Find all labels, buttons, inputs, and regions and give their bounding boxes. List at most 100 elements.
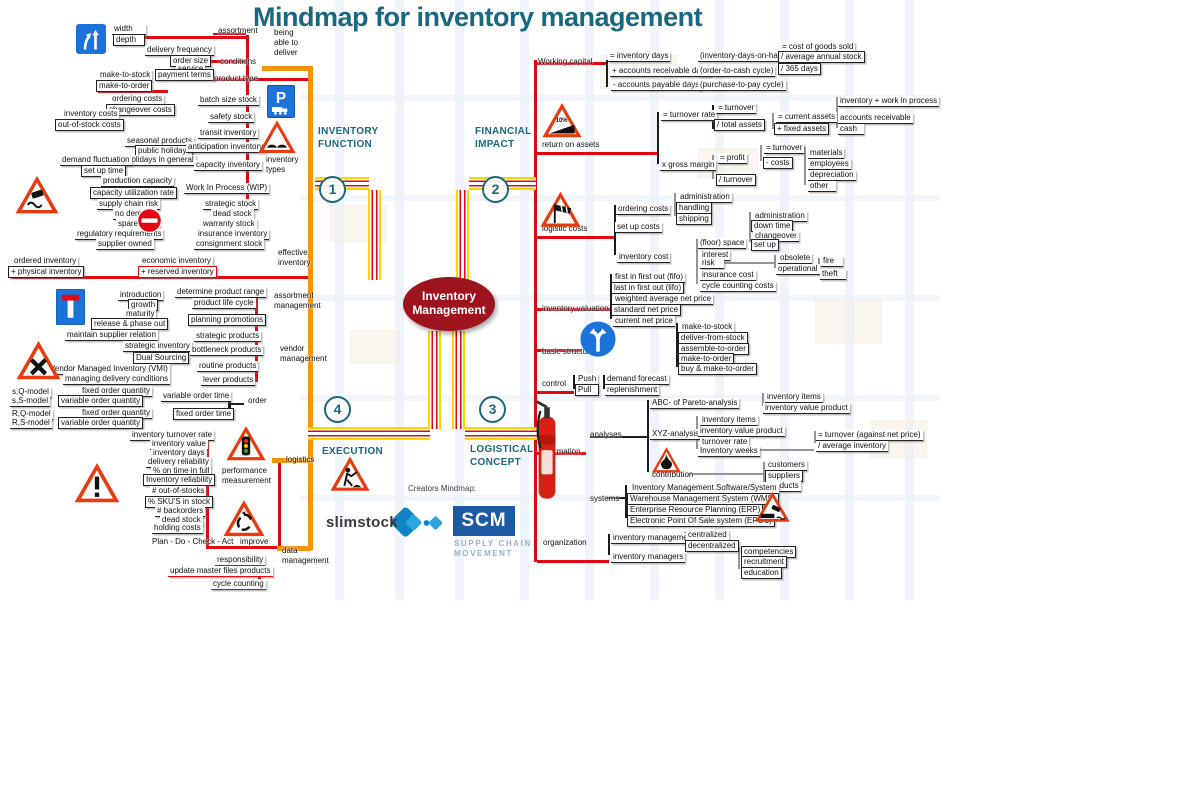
node-product-life-cycle: product life cycle bbox=[192, 298, 256, 309]
node-abc-pareto-analysis: ABC- of Pareto-analysis bbox=[650, 398, 740, 409]
node-fire: fire bbox=[821, 256, 843, 267]
node-average-inventory: / average inventory bbox=[816, 441, 889, 452]
node-average-annual-stock: / average annual stock bbox=[778, 51, 865, 63]
connector-line bbox=[748, 449, 814, 451]
connector-line bbox=[465, 427, 538, 440]
node-responsibility: responsibility bbox=[215, 555, 266, 566]
section-inventory-function: INVENTORY FUNCTION bbox=[318, 126, 379, 150]
connector-line bbox=[456, 190, 469, 280]
node-total-assets: / total assets bbox=[714, 119, 765, 131]
node-inventory-valuation: inventory valuation bbox=[542, 304, 609, 313]
node-logistic-costs: logistic costs bbox=[542, 224, 588, 233]
dead-end-sign bbox=[56, 289, 85, 325]
node-profit: = profit bbox=[718, 153, 747, 164]
connector-line bbox=[762, 393, 764, 406]
node-dual-sourcing: Dual Sourcing bbox=[133, 352, 190, 364]
node-ordering-costs-2: ordering costs bbox=[616, 204, 671, 215]
node-buy-make-to-order: buy & make-to-order bbox=[678, 363, 757, 375]
node-turnover-divisor: / turnover bbox=[716, 174, 756, 186]
branch-number-2: 2 bbox=[482, 176, 509, 203]
node-inventory-types: inventory types bbox=[266, 155, 299, 174]
node-release-phase-out: release & phase out bbox=[91, 318, 169, 330]
node-variable-order-time: variable order time bbox=[161, 391, 232, 402]
node-production-capacity: production capacity bbox=[101, 176, 174, 187]
node-replenishment: replenishment bbox=[605, 385, 660, 396]
node-information: information bbox=[541, 447, 581, 456]
connector-line bbox=[688, 473, 763, 475]
connector-line bbox=[537, 308, 611, 311]
node-return-on-assets: return on assets bbox=[542, 140, 600, 149]
connector-line bbox=[676, 323, 678, 367]
node-order: order bbox=[248, 396, 267, 405]
node-education: education bbox=[741, 567, 782, 579]
connector-line bbox=[246, 35, 249, 248]
node-variable-order-quantity-1: variable order quantity bbox=[58, 395, 144, 407]
connector-line bbox=[537, 391, 574, 394]
node-improve: improve bbox=[240, 537, 269, 546]
connector-line bbox=[717, 262, 776, 264]
node-strategic-inventory: strategic inventory bbox=[123, 341, 192, 352]
connector-line bbox=[272, 458, 310, 463]
node-payment-terms: payment terms bbox=[155, 69, 214, 81]
general-warning-sign bbox=[73, 461, 121, 505]
scm-logo-subtitle-line1: SUPPLY CHAIN bbox=[454, 539, 532, 548]
connector-line bbox=[738, 547, 740, 569]
connector-line bbox=[537, 452, 586, 455]
node-operational: operational bbox=[776, 264, 820, 275]
connector-line bbox=[537, 152, 658, 155]
connector-line bbox=[534, 60, 537, 562]
node-out-of-stock-costs: out-of-stock costs bbox=[55, 119, 124, 131]
connector-line bbox=[428, 331, 441, 429]
connector-line bbox=[625, 485, 627, 518]
section-logistical-concept: LOGISTICAL CONCEPT bbox=[470, 444, 534, 468]
node-shipping: shipping bbox=[676, 213, 712, 225]
connector-line bbox=[647, 400, 649, 472]
connector-line bbox=[231, 403, 244, 405]
node-rs-model: R,S-model bbox=[10, 418, 52, 429]
connector-line bbox=[606, 60, 608, 87]
node-other: other bbox=[808, 181, 836, 192]
node-purchase-to-pay-cycle: (purchase-to-pay cycle) bbox=[698, 80, 786, 91]
scm-logo-subtitle-line2: MOVEMENT bbox=[454, 549, 514, 558]
connector-line bbox=[749, 212, 751, 242]
flammable-warning-sign bbox=[651, 446, 682, 474]
node-working-capital: Working capital bbox=[538, 57, 593, 66]
node-bottleneck-products: bottleneck products bbox=[190, 345, 264, 356]
node-pull: Pull bbox=[575, 384, 599, 396]
node-cash: cash bbox=[838, 124, 864, 135]
node-inventory-items-2: inventory items bbox=[700, 415, 758, 426]
node-work-in-process-wip: Work In Process (WIP) bbox=[184, 183, 270, 194]
node-update-master-files-products: update master files products bbox=[168, 566, 273, 577]
node-depth: depth bbox=[113, 34, 145, 46]
connector-line bbox=[603, 375, 605, 389]
node-holidays-in-general: holidays in general bbox=[125, 155, 196, 166]
node-turnover-rate: = turnover rate bbox=[661, 110, 718, 121]
steep-slope-warning-sign: 10% bbox=[541, 101, 583, 140]
node-safety-stock: safety stock bbox=[208, 112, 255, 123]
node-accounts-payable-days: - accounts payable days bbox=[611, 80, 702, 91]
node-employees: employees bbox=[808, 159, 851, 170]
connector-line bbox=[537, 62, 607, 65]
roundabout-warning-sign bbox=[222, 498, 266, 539]
node-performance-measurement: performance measurement bbox=[222, 466, 271, 485]
node-product-type: product type bbox=[214, 74, 259, 83]
node-capacity-utilization-rate: capacity utilization rate bbox=[90, 187, 177, 199]
node-planning-promotions: planning promotions bbox=[188, 314, 267, 326]
connector-line bbox=[204, 78, 246, 81]
node-inventory-weeks: Inventory weeks bbox=[698, 446, 760, 457]
connector-line bbox=[537, 349, 581, 352]
node-cycle-counting-costs: cycle counting costs bbox=[700, 281, 776, 292]
node-inventory-days-on-hand: (inventory-days-on-hand) bbox=[698, 51, 792, 62]
quay-warning-sign bbox=[754, 490, 791, 524]
parking-truck-sign: P bbox=[267, 85, 295, 118]
node-turnover-1: = turnover bbox=[716, 103, 757, 114]
connector-line bbox=[590, 436, 647, 438]
creators-caption: Creators Mindmap: bbox=[408, 484, 477, 493]
slimstock-logo: slimstock bbox=[326, 514, 398, 531]
connector-line bbox=[262, 66, 309, 71]
connector-line bbox=[573, 375, 575, 389]
node-inventory-work-in-process: inventory + work in process bbox=[838, 96, 940, 107]
node-inventory-value-product-2: inventory value product bbox=[698, 426, 785, 437]
bump-warning-sign bbox=[257, 119, 297, 155]
